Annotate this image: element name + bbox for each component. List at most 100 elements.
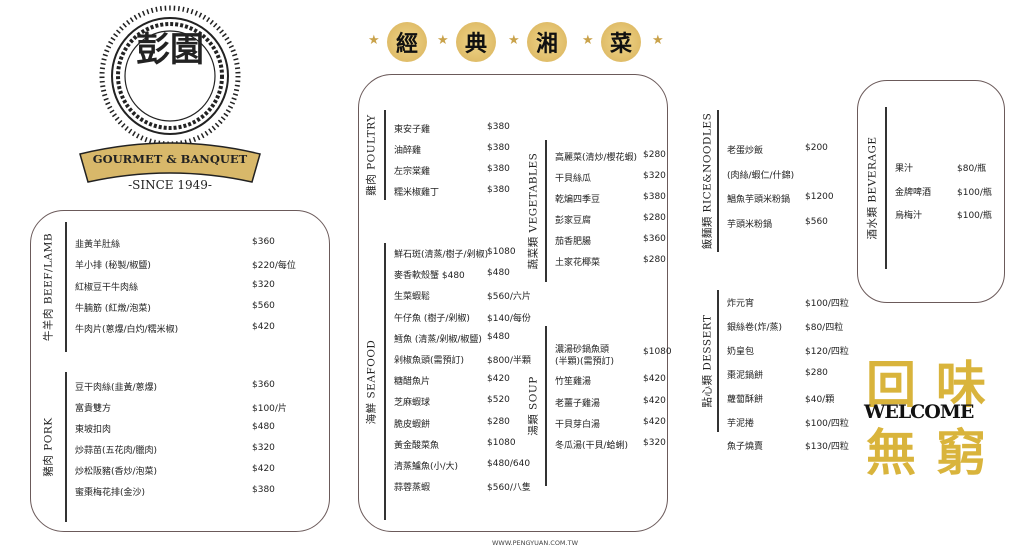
heading-char-badge: 典 — [456, 22, 496, 62]
menu-item-price: $480 — [487, 268, 510, 279]
star-icon: ★ — [652, 33, 664, 48]
beverage-panel-frame — [857, 80, 1005, 303]
menu-item-price: $560 — [252, 300, 275, 311]
menu-item-price: $100/四粒 — [805, 418, 849, 429]
section-divider — [65, 222, 67, 352]
welcome-char: 無 — [866, 423, 916, 482]
welcome-text: WELCOME — [864, 401, 974, 423]
menu-item-name: 炒松阪豬(香炒/泡菜) — [75, 467, 158, 477]
menu-item-name: 鱈魚 (清蒸/剁椒/椒鹽) — [394, 334, 482, 345]
menu-item-price: $100/瓶 — [957, 211, 992, 221]
heading-char-badge: 菜 — [601, 22, 641, 62]
menu-item-price: $320 — [643, 438, 666, 449]
menu-item-price: $280 — [487, 416, 510, 427]
menu-item-name: 高麗菜(清炒/櫻花蝦) — [555, 153, 638, 163]
menu-item-price: $1080 — [487, 247, 516, 257]
menu-item-name: 蒜蓉蒸蝦 — [394, 483, 431, 494]
heading-char-badge: 經 — [387, 22, 427, 62]
menu-item-name: 干貝絲瓜 — [555, 174, 592, 184]
menu-item-price: $280 — [643, 213, 666, 223]
menu-item-name: 東坡扣肉 — [75, 425, 112, 435]
menu-item-price: $420 — [643, 395, 666, 406]
menu-item-price: $380 — [487, 185, 510, 195]
menu-item-price: $100/瓶 — [957, 187, 992, 198]
menu-item-price: $800/半顆 — [487, 356, 531, 366]
menu-item-price: $420 — [252, 464, 275, 474]
menu-item-price: $380 — [487, 143, 510, 153]
menu-item-name: 牛腩筋 (紅燉/泡菜) — [75, 303, 151, 314]
menu-item-price: $100/四粒 — [805, 299, 849, 309]
menu-item-name: 奶皇包 — [727, 346, 755, 357]
menu-item-price: $380 — [252, 485, 275, 495]
menu-item-price: $560 — [805, 216, 828, 227]
logo-since-text: -SINCE 1949- — [128, 178, 212, 192]
section-divider — [65, 372, 67, 522]
restaurant-logo: 彭園 GOURMET & BANQUET -SINCE 1949- — [70, 4, 270, 196]
menu-item-name: 清蒸鱸魚(小/大) — [394, 462, 459, 472]
welcome-char: 回 — [866, 355, 916, 414]
menu-item-price: $420 — [252, 322, 275, 333]
menu-item-price: $220/每位 — [252, 261, 296, 272]
section-label: 雞肉 POULTRY — [365, 114, 378, 196]
menu-item-name: (肉絲/蝦仁/什錦) — [727, 170, 795, 181]
menu-item-name: 富貴雙方 — [75, 404, 112, 414]
section-divider — [717, 290, 719, 432]
menu-item-name: 干貝芽白湯 — [555, 419, 601, 430]
menu-item-name: 鮮石斑(清蒸/樹子/剁椒) — [394, 250, 489, 260]
menu-item-price: $380 — [487, 164, 510, 174]
section-divider — [885, 107, 887, 269]
star-icon: ★ — [368, 33, 380, 48]
section-divider — [545, 140, 547, 282]
menu-item-price: $420 — [643, 374, 666, 385]
menu-item-name: 脆皮蝦餅 — [394, 419, 431, 430]
menu-item-name: 剁椒魚頭(需預訂) — [394, 356, 465, 366]
menu-item-name: 老蛋炒飯 — [727, 146, 764, 156]
menu-item-price: $360 — [252, 380, 275, 390]
menu-item-price: $140/每份 — [487, 313, 531, 324]
section-label: 海鮮 SEAFOOD — [365, 339, 378, 424]
menu-item-name: 乾煸四季豆 — [555, 195, 601, 205]
menu-item-price: $120/四粒 — [805, 346, 849, 357]
menu-item-price: $320 — [252, 443, 275, 453]
menu-item-price: $380 — [487, 122, 510, 132]
section-label: 蔬菜類 VEGETABLES — [527, 152, 540, 270]
menu-item-name: 油醉雞 — [394, 146, 422, 156]
menu-item-name: 芋泥捲 — [727, 418, 755, 429]
logo-banner-text: GOURMET & BANQUET — [92, 152, 248, 166]
menu-item-price: $480 — [252, 422, 275, 432]
menu-item-name: 芝麻蝦球 — [394, 398, 431, 409]
left-panel-frame — [30, 210, 330, 532]
welcome-graphic: 回 味 無 窮 WELCOME — [862, 345, 997, 482]
menu-item-name: 彭家豆腐 — [555, 216, 592, 226]
menu-item-name: 炸元宵 — [727, 299, 755, 309]
menu-item-note: (半顆)(需預訂) — [555, 357, 615, 367]
menu-item-price: $320 — [252, 279, 275, 290]
menu-item-name: 茄香肥腸 — [555, 237, 592, 247]
logo-characters: 彭園 — [136, 30, 204, 70]
menu-item-price: $1080 — [487, 437, 516, 448]
menu-item-name: 炒蒜苗(五花肉/臘肉) — [75, 446, 158, 456]
menu-item-price: $1080 — [643, 347, 672, 357]
menu-item-name: 羊小排 (秘製/椒鹽) — [75, 261, 151, 272]
menu-item-price: $40/顆 — [805, 394, 835, 405]
menu-item-name: 東安子雞 — [394, 125, 431, 135]
menu-item-price: $80/瓶 — [957, 164, 987, 174]
section-label: 豬肉 PORK — [42, 417, 55, 477]
menu-item-price: $520 — [487, 395, 510, 406]
menu-item-name: 牛肉片(蔥爆/白灼/糯米椒) — [75, 325, 179, 336]
menu-item-name: 金牌啤酒 — [895, 187, 932, 198]
menu-item-name: 濃湯砂鍋魚頭 — [555, 345, 610, 355]
section-divider — [384, 110, 386, 200]
menu-item-price: $360 — [252, 237, 275, 247]
menu-item-name: 冬瓜湯(干貝/蛤蜊) — [555, 441, 629, 452]
menu-item-price: $280 — [805, 367, 828, 378]
menu-item-price: $80/四粒 — [805, 322, 844, 333]
menu-item-name: 黃金酸菜魚 — [394, 440, 440, 451]
